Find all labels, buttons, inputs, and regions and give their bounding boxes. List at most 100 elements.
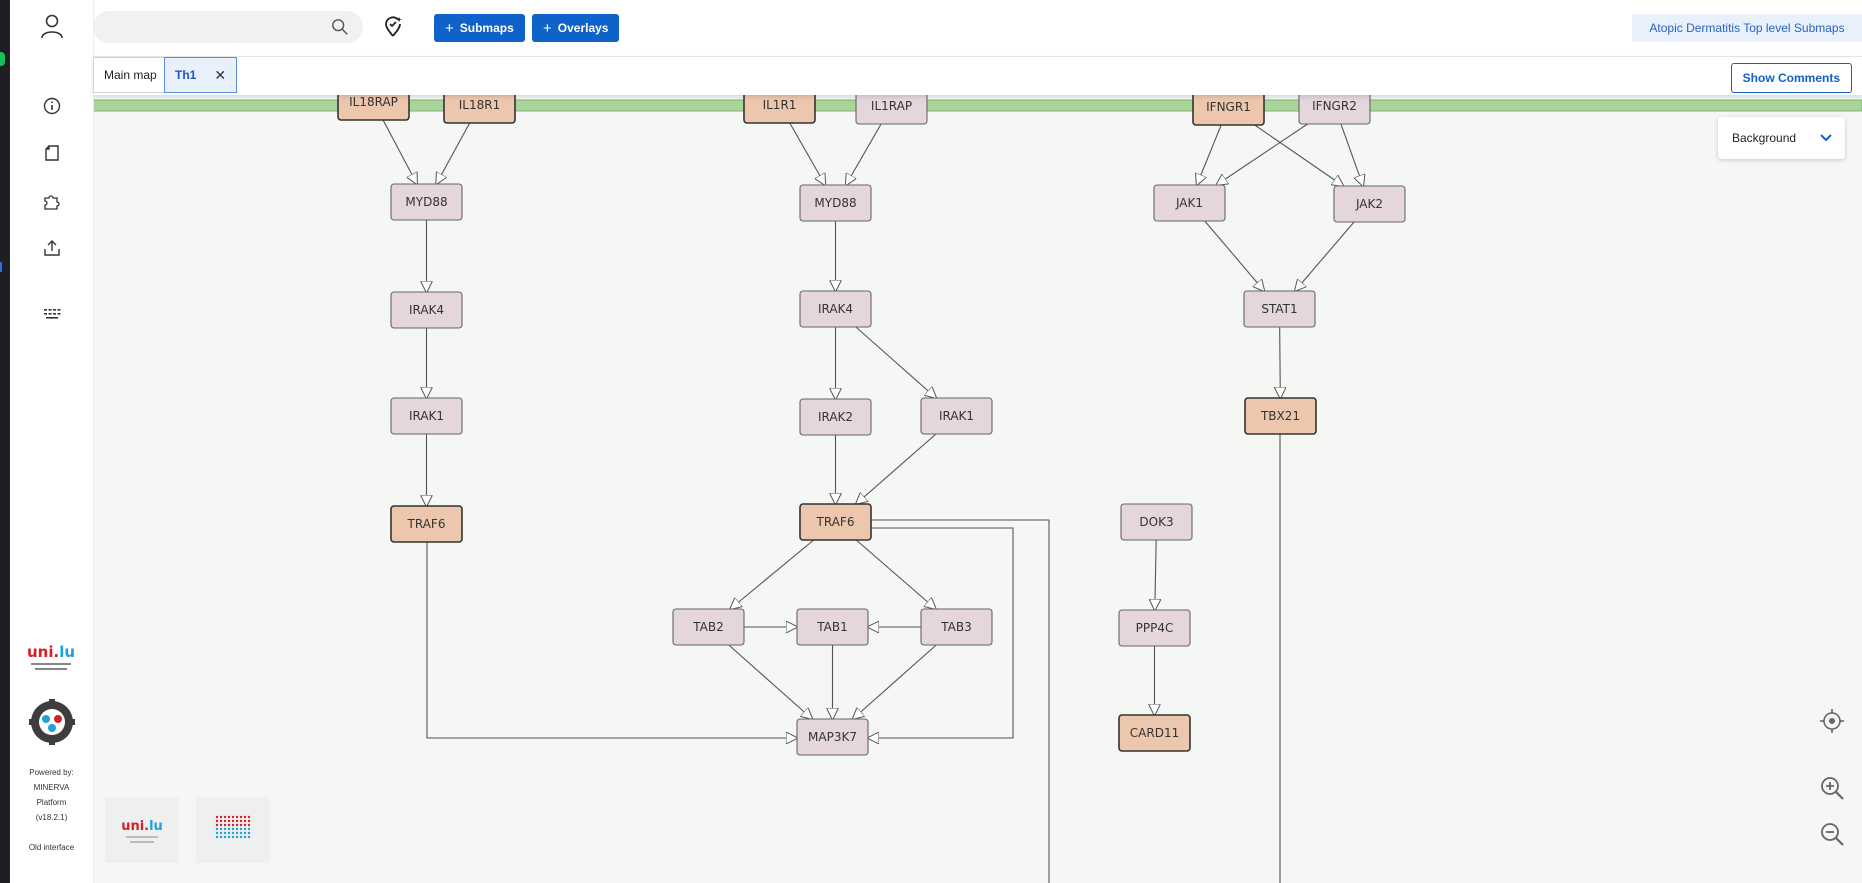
node-irak2[interactable]: IRAK2 [799, 398, 872, 436]
node-box[interactable] [799, 290, 872, 328]
tab-th1[interactable]: Th1✕ [164, 57, 238, 93]
node-jak2[interactable]: JAK2 [1333, 185, 1406, 223]
node-ifngr1[interactable]: IFNGR1 [1192, 88, 1265, 126]
node-myd88[interactable]: MYD88 [799, 184, 872, 222]
node-label: IL1RAP [871, 99, 912, 113]
interaction-edge[interactable] [868, 527, 1014, 738]
interaction-edge[interactable] [728, 644, 812, 719]
zoom-out-button[interactable] [1818, 820, 1846, 848]
interaction-edge[interactable] [1280, 326, 1281, 398]
node-box[interactable] [1153, 184, 1226, 222]
node-tab1[interactable]: TAB1 [796, 608, 869, 646]
logo-dot [239, 827, 243, 831]
node-tab3[interactable]: TAB3 [920, 608, 993, 646]
node-ppp4c[interactable]: PPP4C [1118, 609, 1191, 647]
node-map3k7[interactable]: MAP3K7 [796, 718, 869, 756]
interaction-edge[interactable] [855, 539, 936, 609]
node-irak4[interactable]: IRAK4 [390, 291, 463, 329]
old-interface-link[interactable]: Old interface [10, 843, 93, 852]
node-il1r1[interactable]: IL1R1 [743, 86, 816, 124]
node-myd88[interactable]: MYD88 [390, 183, 463, 221]
node-jak1[interactable]: JAK1 [1153, 184, 1226, 222]
node-irak1[interactable]: IRAK1 [390, 397, 463, 435]
interaction-edge[interactable] [789, 122, 825, 185]
interaction-edge[interactable] [730, 539, 815, 609]
node-box[interactable] [920, 608, 993, 646]
submaps-button[interactable]: +Submaps [434, 14, 525, 42]
node-label: IL18RAP [349, 95, 398, 109]
interaction-edge[interactable] [856, 433, 937, 504]
node-box[interactable] [1333, 185, 1406, 223]
interaction-edge[interactable] [1155, 539, 1156, 610]
project-name-badge[interactable]: Atopic Dermatitis Top level Submaps [1632, 14, 1862, 42]
node-label: IRAK4 [818, 302, 853, 316]
interaction-edge[interactable] [1197, 124, 1222, 185]
interaction-edge[interactable] [1340, 123, 1363, 186]
node-box[interactable] [1120, 503, 1193, 541]
node-box[interactable] [799, 398, 872, 436]
info-button[interactable] [40, 94, 64, 118]
node-box[interactable] [796, 718, 869, 756]
interaction-edge[interactable] [1254, 124, 1344, 186]
plugins-button[interactable] [40, 189, 64, 213]
background-select[interactable]: Background [1718, 117, 1845, 159]
node-ifngr2[interactable]: IFNGR2 [1298, 87, 1371, 125]
search-input[interactable] [93, 11, 363, 43]
interaction-edge[interactable] [436, 122, 471, 184]
interaction-edge[interactable] [382, 119, 417, 184]
export-button[interactable] [40, 236, 64, 260]
user-button[interactable] [40, 14, 64, 39]
interaction-edge[interactable] [871, 519, 1050, 883]
node-irak4[interactable]: IRAK4 [799, 290, 872, 328]
interaction-edge[interactable] [855, 326, 936, 398]
locate-button[interactable] [1818, 707, 1846, 735]
edge-indicator [0, 52, 5, 66]
node-box[interactable] [1118, 609, 1191, 647]
node-irak1[interactable]: IRAK1 [920, 397, 993, 435]
node-box[interactable] [920, 397, 993, 435]
node-il1rap[interactable]: IL1RAP [855, 87, 928, 125]
node-box[interactable] [796, 608, 869, 646]
node-box[interactable] [1118, 714, 1191, 752]
interaction-edge[interactable] [846, 123, 882, 185]
node-box[interactable] [390, 505, 463, 543]
close-icon[interactable]: ✕ [214, 66, 227, 83]
logo-dot [247, 831, 251, 835]
file-icon [45, 145, 59, 161]
node-box[interactable] [672, 608, 745, 646]
logo-dot [215, 827, 219, 831]
node-tab2[interactable]: TAB2 [672, 608, 745, 646]
node-box[interactable] [390, 291, 463, 329]
interaction-edge[interactable] [1216, 123, 1308, 185]
file-button[interactable] [40, 141, 64, 165]
node-box[interactable] [799, 184, 872, 222]
node-traf6[interactable]: TRAF6 [390, 505, 463, 543]
node-traf6[interactable]: TRAF6 [799, 503, 872, 541]
legend-button[interactable] [40, 302, 64, 326]
interaction-edge[interactable] [853, 644, 937, 719]
node-box[interactable] [799, 503, 872, 541]
node-tbx21[interactable]: TBX21 [1244, 397, 1317, 435]
zoom-in-button[interactable] [1818, 774, 1846, 802]
node-card11[interactable]: CARD11 [1118, 714, 1191, 752]
node-box[interactable] [390, 183, 463, 221]
interaction-edge[interactable] [426, 542, 797, 738]
node-box[interactable] [1243, 290, 1316, 328]
location-pin-icon[interactable] [381, 15, 405, 39]
node-box[interactable] [1244, 397, 1317, 435]
interaction-edge[interactable] [1295, 221, 1355, 291]
overlays-button[interactable]: +Overlays [532, 14, 620, 42]
show-comments-button[interactable]: Show Comments [1730, 63, 1852, 93]
node-box[interactable] [390, 397, 463, 435]
interaction-edge[interactable] [1204, 220, 1264, 291]
node-stat1[interactable]: STAT1 [1243, 290, 1316, 328]
node-label: IRAK1 [939, 409, 974, 423]
node-dok3[interactable]: DOK3 [1120, 503, 1193, 541]
tab-main-map[interactable]: Main map [93, 57, 168, 93]
user-icon [41, 14, 63, 39]
powered-by-line: Platform [36, 798, 67, 807]
search-icon[interactable] [331, 18, 349, 36]
node-il18r1[interactable]: IL18R1 [443, 86, 516, 124]
